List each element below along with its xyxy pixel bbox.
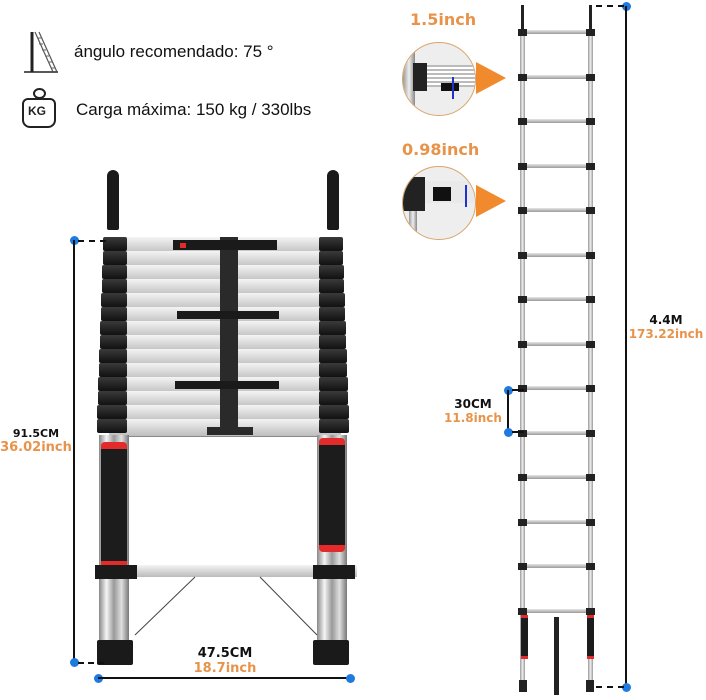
center-strap bbox=[220, 237, 238, 429]
detail-rung-depth: 1.5inch bbox=[400, 10, 510, 120]
collapsed-width-label: 47.5CM 18.7inch bbox=[193, 646, 257, 676]
spec-load: KG Carga máxima: 150 kg / 330lbs bbox=[20, 88, 380, 132]
kg-weight-icon: KG bbox=[20, 88, 58, 128]
pointer-arrow bbox=[476, 185, 506, 217]
detail-rung-thickness: 0.98inch bbox=[400, 140, 510, 250]
collapsed-ladder bbox=[95, 165, 365, 675]
load-text: Carga máxima: 150 kg / 330lbs bbox=[76, 100, 312, 119]
foot-left bbox=[97, 640, 133, 665]
collapsed-height-label: 91.5CM 36.02inch bbox=[0, 427, 72, 455]
pointer-arrow bbox=[476, 62, 506, 94]
ladder-angle-icon bbox=[24, 31, 58, 73]
angle-text: ángulo recomendado: 75 ° bbox=[74, 42, 274, 61]
foot-right bbox=[313, 640, 349, 665]
safety-label-left bbox=[101, 442, 127, 568]
safety-label-right bbox=[319, 438, 345, 552]
spec-angle: ángulo recomendado: 75 ° bbox=[22, 30, 382, 74]
extended-height-label: 4.4M 173.22inch bbox=[628, 313, 704, 341]
extended-ladder bbox=[518, 5, 598, 695]
rung-spacing-label: 30CM 11.8inch bbox=[444, 397, 502, 425]
